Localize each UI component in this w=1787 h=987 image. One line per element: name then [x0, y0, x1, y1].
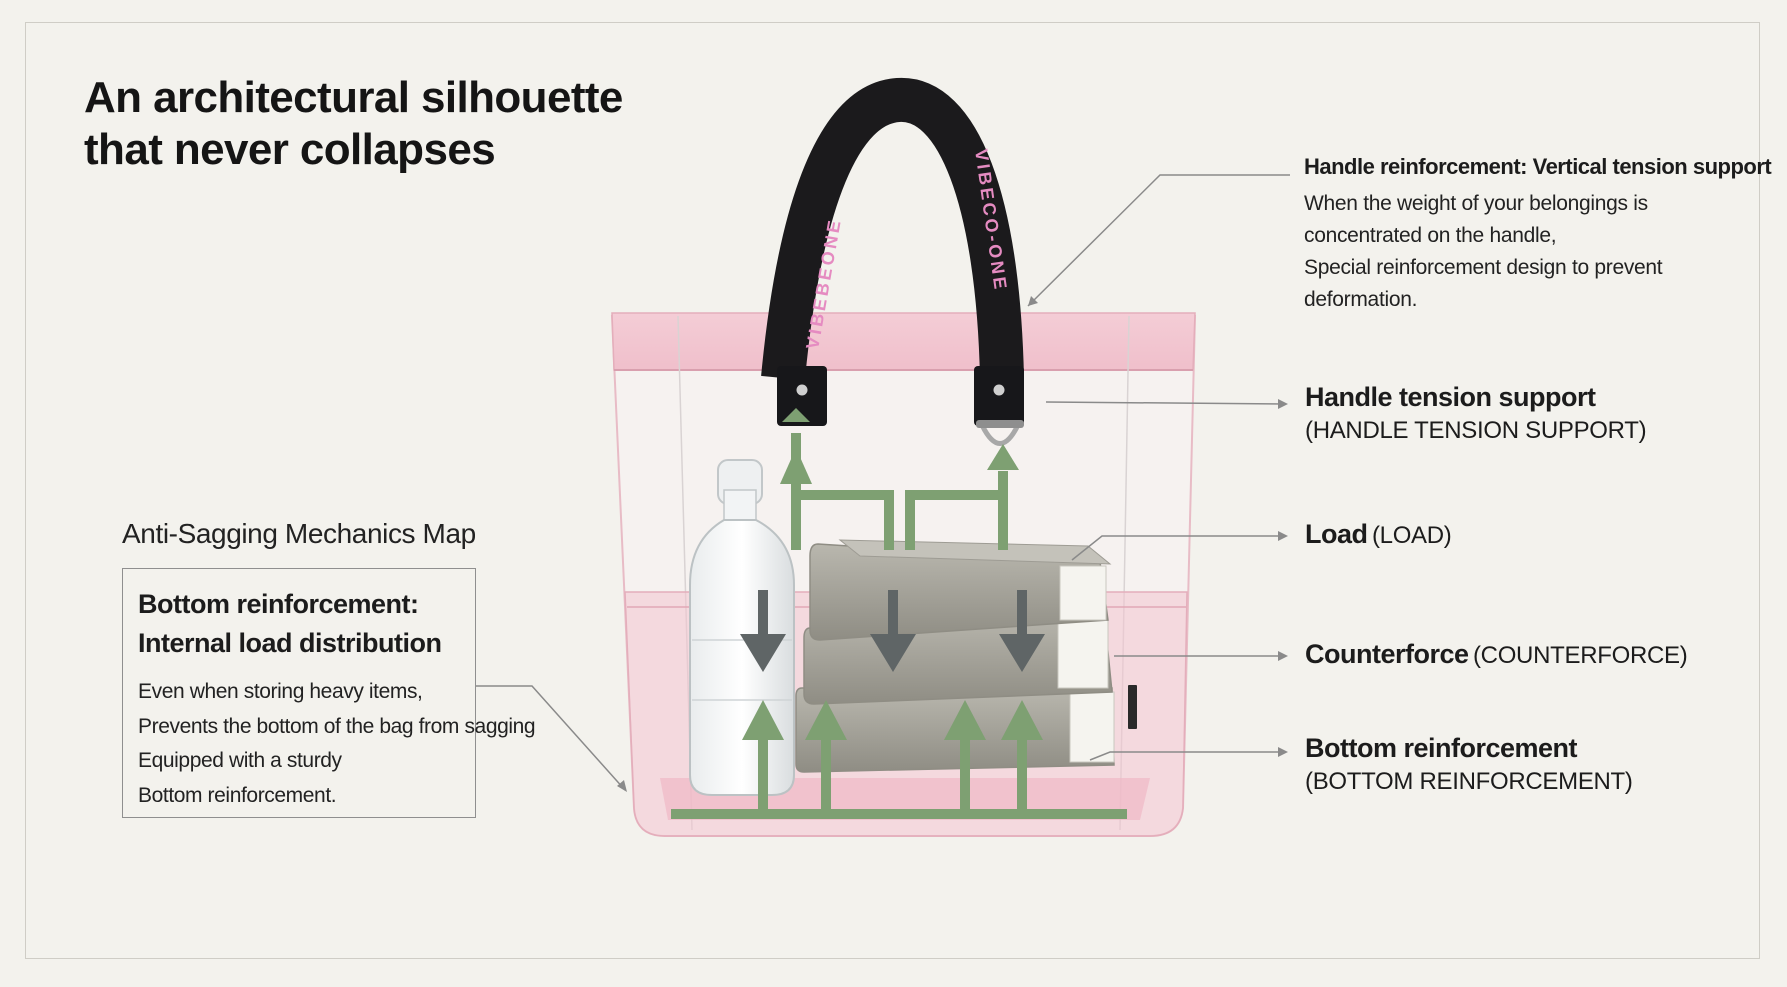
bottom-box-title-line-1: Bottom reinforcement:	[138, 589, 419, 619]
callout-counterforce-label: Counterforce	[1305, 639, 1469, 669]
callout-load-label: Load	[1305, 519, 1368, 549]
leader-lines	[476, 174, 1290, 792]
arrow-down-icon	[740, 590, 1045, 672]
bottom-reinforcement-box: Bottom reinforcement: Internal load dist…	[122, 568, 536, 818]
handle-reinforcement-title: Handle reinforcement: Vertical tension s…	[1304, 154, 1772, 179]
bottom-box-line-4: Bottom reinforcement.	[138, 783, 337, 807]
callout-bottom-reinforcement: Bottom reinforcement (BOTTOM REINFORCEME…	[1305, 733, 1633, 800]
callout-bottom-reinforcement-label: Bottom reinforcement	[1305, 733, 1578, 763]
callout-counterforce: Counterforce (COUNTERFORCE)	[1305, 639, 1688, 670]
handle-reinforcement-line-3: Special reinforcement design to prevent	[1304, 256, 1663, 279]
bottom-box-title: Bottom reinforcement: Internal load dist…	[138, 585, 475, 663]
arrow-up-icon	[742, 408, 1043, 740]
bottom-box-line-2: Prevents the bottom of the bag from sagg…	[138, 714, 536, 738]
callout-load: Load (LOAD)	[1305, 519, 1452, 550]
title-line-1: An architectural silhouette	[84, 73, 623, 122]
bottom-box-title-line-2: Internal load distribution	[138, 628, 442, 658]
handle-reinforcement-line-2: concentrated on the handle,	[1304, 224, 1557, 247]
mechanics-map-heading: Anti-Sagging Mechanics Map	[122, 518, 476, 549]
handle-reinforcement-line-1: When the weight of your belongings is	[1304, 192, 1648, 215]
handle-reinforcement-body: When the weight of your belongings is co…	[1304, 188, 1771, 316]
callout-handle-tension: Handle tension support (HANDLE TENSION S…	[1305, 382, 1647, 449]
callout-handle-tension-sub: (HANDLE TENSION SUPPORT)	[1305, 417, 1647, 444]
diagram-frame	[25, 22, 1760, 959]
bottom-box-line-3: Equipped with a sturdy	[138, 749, 342, 772]
handle-reinforcement-line-4: deformation.	[1304, 288, 1418, 311]
bottom-box-line-1: Even when storing heavy items,	[138, 680, 423, 703]
bottom-box-body: Even when storing heavy items, Prevents …	[138, 675, 536, 813]
callout-handle-tension-label: Handle tension support	[1305, 382, 1596, 412]
callout-counterforce-paren: (COUNTERFORCE)	[1472, 642, 1688, 669]
page-title: An architectural silhouette that never c…	[84, 72, 704, 176]
title-line-2: that never collapses	[84, 125, 496, 174]
handle-reinforcement-callout: Handle reinforcement: Vertical tension s…	[1304, 154, 1772, 316]
callout-load-paren: (LOAD)	[1371, 522, 1452, 549]
callout-bottom-reinforcement-sub: (BOTTOM REINFORCEMENT)	[1305, 768, 1633, 795]
